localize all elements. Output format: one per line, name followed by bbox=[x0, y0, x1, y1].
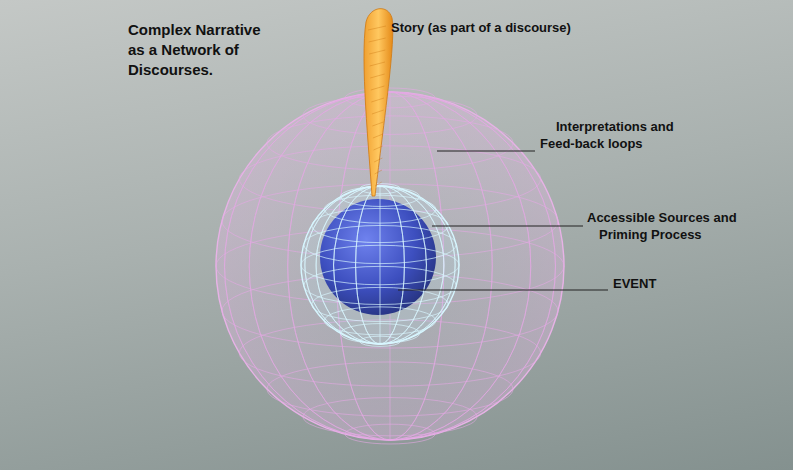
wire-stroke bbox=[249, 92, 531, 440]
wire-stroke bbox=[267, 116, 513, 170]
story-label: Story (as part of a discourse) bbox=[391, 19, 571, 36]
wire-stroke bbox=[345, 88, 435, 108]
wire-stroke bbox=[380, 186, 381, 344]
wire-stroke bbox=[249, 92, 531, 440]
wire-stroke bbox=[288, 92, 493, 440]
wire-stroke bbox=[312, 287, 449, 321]
outer-sphere bbox=[216, 92, 564, 440]
middle-sphere bbox=[301, 186, 459, 344]
wire-stroke bbox=[374, 158, 382, 162]
wire-stroke bbox=[305, 186, 455, 344]
wire-stroke bbox=[316, 186, 444, 344]
outer-wireframe bbox=[216, 88, 564, 444]
wire-stroke bbox=[345, 424, 435, 444]
wire-stroke bbox=[369, 38, 386, 42]
wire-stroke bbox=[341, 324, 420, 344]
wire-stroke bbox=[356, 186, 405, 344]
wire-stroke bbox=[373, 134, 383, 138]
wire-stroke bbox=[368, 26, 386, 30]
wire-stroke bbox=[324, 195, 436, 223]
wire-stroke bbox=[304, 225, 457, 263]
wire-stroke bbox=[371, 86, 385, 90]
wire-stroke bbox=[304, 266, 457, 304]
wire-stroke bbox=[375, 182, 382, 186]
wire-stroke bbox=[303, 398, 477, 436]
wire-stroke bbox=[324, 307, 436, 335]
leader-line bbox=[437, 151, 535, 152]
core-label: EVENT bbox=[613, 275, 656, 292]
wire-stroke bbox=[375, 170, 382, 174]
petal-lines bbox=[368, 26, 386, 186]
diagram-title: Complex Narrative as a Network of Discou… bbox=[128, 20, 274, 80]
wire-stroke bbox=[374, 146, 383, 150]
leader-lines bbox=[398, 151, 608, 290]
layer-label: Interpretations and Feed-back loops bbox=[540, 118, 680, 152]
layer-label: Accessible Sources and Priming Process bbox=[587, 209, 747, 243]
wire-stroke bbox=[288, 92, 493, 440]
leader-line bbox=[432, 226, 583, 227]
wire-stroke bbox=[371, 98, 384, 102]
wire-stroke bbox=[316, 186, 444, 344]
wire-stroke bbox=[372, 110, 384, 114]
wire-stroke bbox=[301, 245, 459, 285]
wire-stroke bbox=[334, 186, 427, 344]
wire-stroke bbox=[370, 74, 385, 78]
wire-stroke bbox=[360, 184, 401, 194]
wire-stroke bbox=[369, 50, 385, 54]
wire-stroke bbox=[370, 62, 385, 66]
wire-stroke bbox=[305, 186, 455, 344]
wire-stroke bbox=[360, 336, 401, 346]
wire-stroke bbox=[225, 92, 556, 440]
story-petal bbox=[364, 9, 393, 196]
wire-stroke bbox=[356, 186, 405, 344]
leader-line bbox=[398, 290, 608, 291]
middle-wireframe bbox=[301, 184, 459, 347]
wire-stroke bbox=[372, 122, 383, 126]
wire-stroke bbox=[334, 186, 427, 344]
wire-stroke bbox=[303, 96, 477, 134]
wire-stroke bbox=[225, 92, 556, 440]
wire-stroke bbox=[267, 362, 513, 416]
